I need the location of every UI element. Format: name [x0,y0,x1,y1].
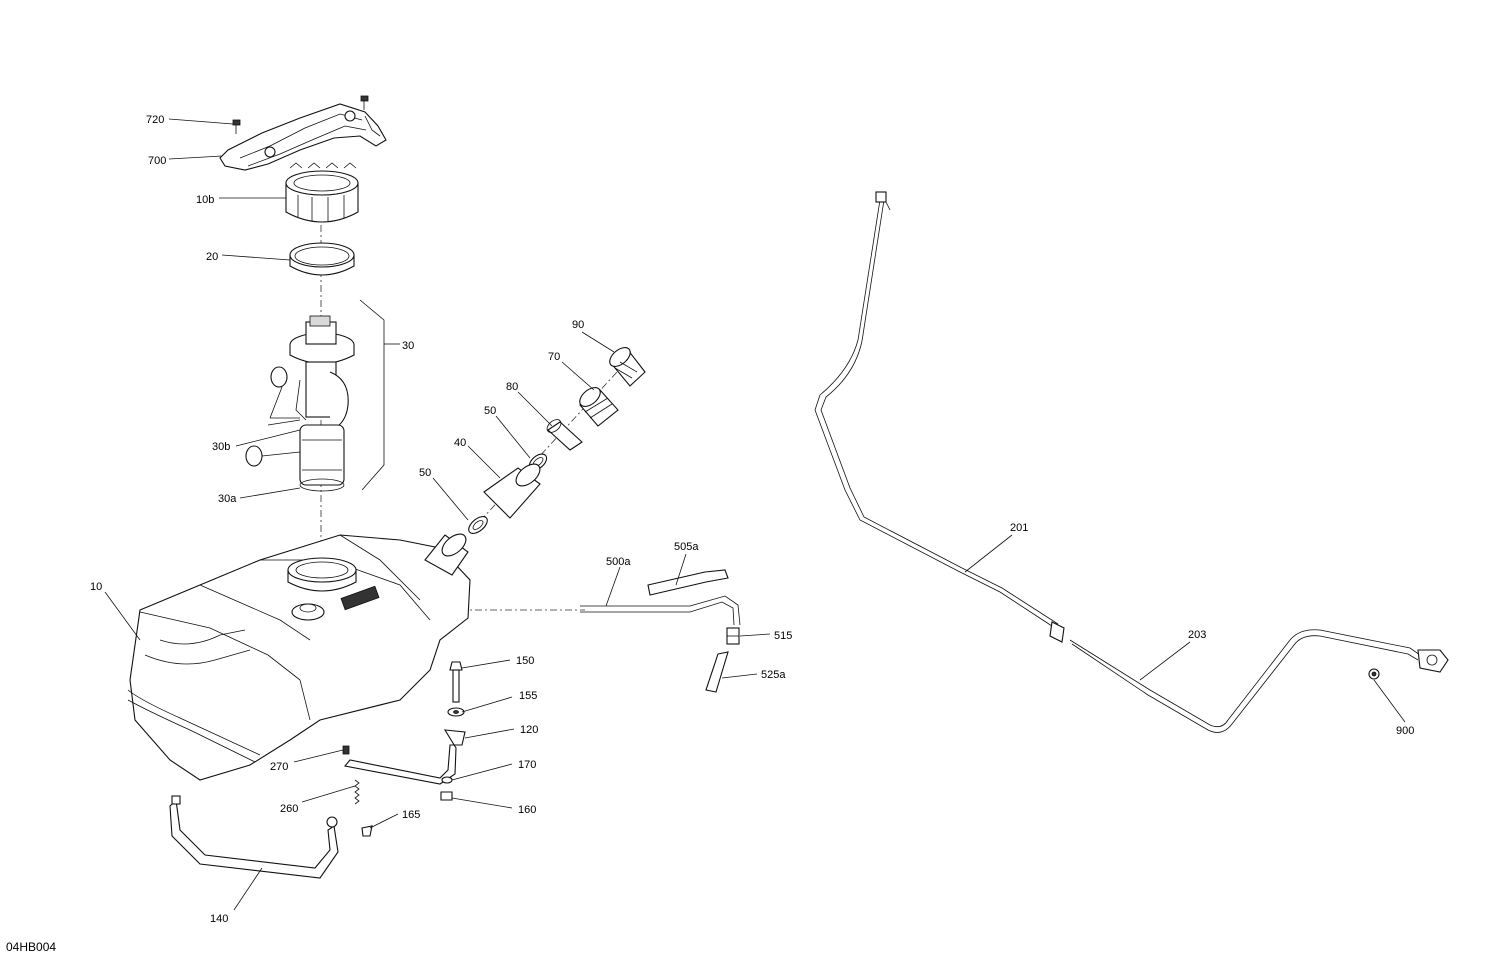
callout-70: 70 [548,351,560,363]
drawing-code: 04HB004 [6,940,56,954]
callout-labels: 720 700 10b 20 30 30b 30a 90 70 80 50 40… [90,114,1414,925]
strap-bracket-120 [343,729,466,785]
callout-30b: 30b [212,441,230,453]
fuel-line-203 [1069,629,1449,733]
gasket-20 [289,242,355,276]
callout-260: 260 [280,803,298,815]
fuel-cap-90 [609,347,646,387]
callout-20: 20 [206,251,218,263]
callout-50-upper: 50 [484,405,496,417]
callout-505a: 505a [674,541,699,553]
callout-10b: 10b [196,194,214,206]
clamp-50-lower [468,516,488,534]
callout-700: 700 [148,155,166,167]
callout-160: 160 [518,804,536,816]
lock-ring-10b [285,162,359,223]
callout-30: 30 [402,340,414,352]
check-valve-515 [726,627,740,645]
callout-170: 170 [518,759,536,771]
screw-720-left [232,119,241,134]
callout-50-lower: 50 [419,467,431,479]
callout-525a: 525a [761,669,786,681]
screw-720-right [360,95,369,110]
callout-270: 270 [270,761,288,773]
callout-165: 165 [402,809,420,821]
callout-500a: 500a [606,556,631,568]
clamp-80 [546,419,583,451]
callout-515: 515 [774,630,792,642]
callout-140: 140 [210,913,228,925]
group-bracket-30 [359,299,385,491]
nut-170 [441,776,453,784]
vent-hose-500a [580,595,741,626]
spring-260 [354,779,360,805]
callout-155: 155 [519,690,537,702]
fuel-pump-module-30 [267,315,355,492]
mounting-bracket-700 [219,103,387,171]
vent-tube-525a [705,651,729,693]
fuel-line-201 [814,191,1059,629]
callout-80: 80 [506,381,518,393]
tank-strap-140 [169,795,339,879]
float-30b-upper [269,366,300,419]
callout-203: 203 [1188,629,1206,641]
clip-270 [342,745,350,755]
callout-150: 150 [516,655,534,667]
nut-160 [440,791,453,801]
fastener-165 [361,825,373,837]
float-30b-lower [245,445,301,467]
filler-neck-70 [579,387,619,427]
callout-720: 720 [146,114,164,126]
quick-connector [1049,621,1065,643]
callout-900: 900 [1396,725,1414,737]
callout-90: 90 [572,319,584,331]
fuel-tank-10 [127,533,471,781]
clip-900 [1368,668,1380,680]
callout-10: 10 [90,581,102,593]
bolt-150 [449,661,463,703]
callout-40: 40 [454,437,466,449]
washer-155 [447,707,465,717]
vent-hose-505a [647,569,729,596]
callout-120: 120 [520,724,538,736]
hose-40 [483,463,541,519]
leader-lines [104,118,1406,911]
callout-30a: 30a [218,493,237,505]
callout-201: 201 [1010,522,1028,534]
